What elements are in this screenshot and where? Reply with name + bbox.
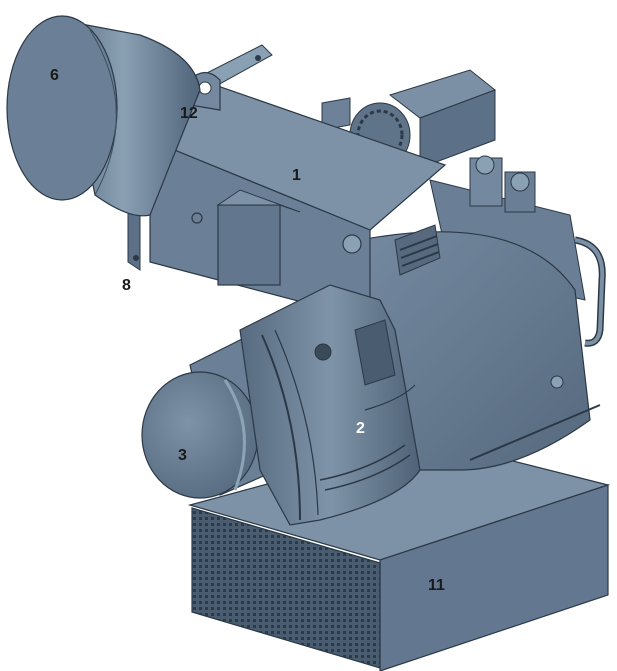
callout-11: 11 (428, 577, 445, 594)
callout-labels: 6 12 1 8 2 3 11 (50, 67, 445, 594)
air-inlet-louvers (394, 224, 441, 276)
base-mesh-grille (191, 507, 381, 669)
base-housing (187, 439, 611, 671)
blast-tube (6, 15, 201, 217)
callout-3: 3 (178, 447, 187, 464)
air-box-front (239, 284, 421, 526)
air-damper-slot (354, 319, 396, 386)
pressure-switch-knob (550, 375, 564, 389)
motor-end-cap (141, 371, 259, 499)
fan-housing (359, 231, 601, 471)
callout-6: 6 (50, 67, 59, 84)
blast-tube-opening (6, 15, 118, 201)
callout-12: 12 (180, 105, 198, 122)
callout-8: 8 (122, 277, 131, 294)
junction-box (217, 204, 281, 286)
callout-1: 1 (292, 167, 301, 184)
inspection-port (314, 343, 332, 361)
callout-2: 2 (356, 420, 365, 437)
